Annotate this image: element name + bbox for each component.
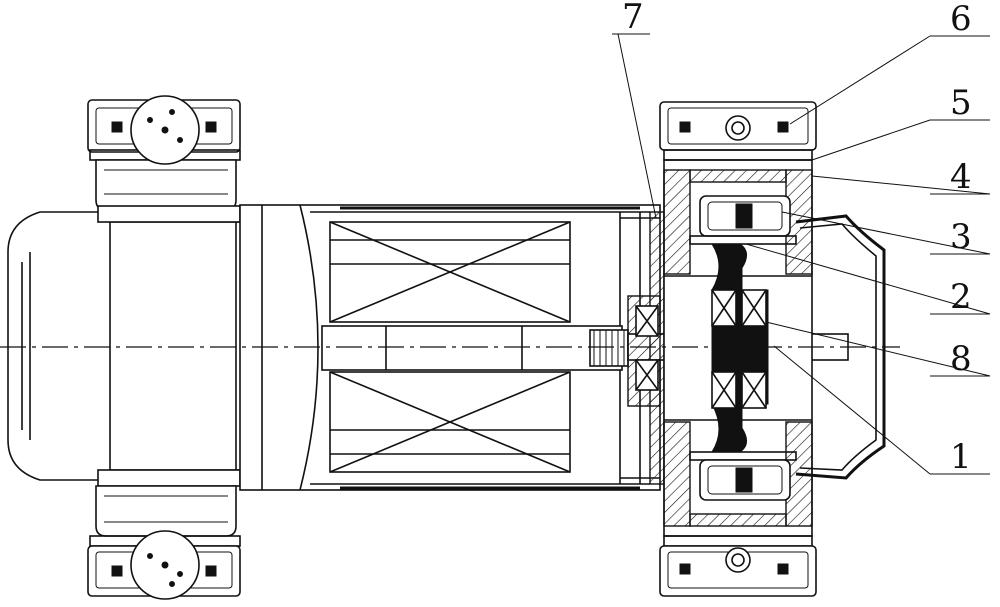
wheel-block-lower-right [660, 536, 816, 596]
callout-5: 5 [950, 83, 972, 123]
wheel-bearing-lower [690, 452, 796, 500]
callout-6: 6 [950, 0, 972, 39]
callout-4: 4 [950, 157, 972, 197]
wheel-bracket-lower-left [88, 470, 240, 599]
wheel-bracket-upper-left [88, 96, 240, 222]
motor-end-cover [8, 212, 240, 480]
callout-2: 2 [950, 277, 972, 317]
callout-3: 3 [950, 217, 972, 257]
callout-1: 1 [950, 437, 972, 477]
wheel-block-upper-right [660, 102, 816, 160]
callout-8: 8 [950, 339, 972, 379]
callout-7: 7 [622, 0, 644, 37]
